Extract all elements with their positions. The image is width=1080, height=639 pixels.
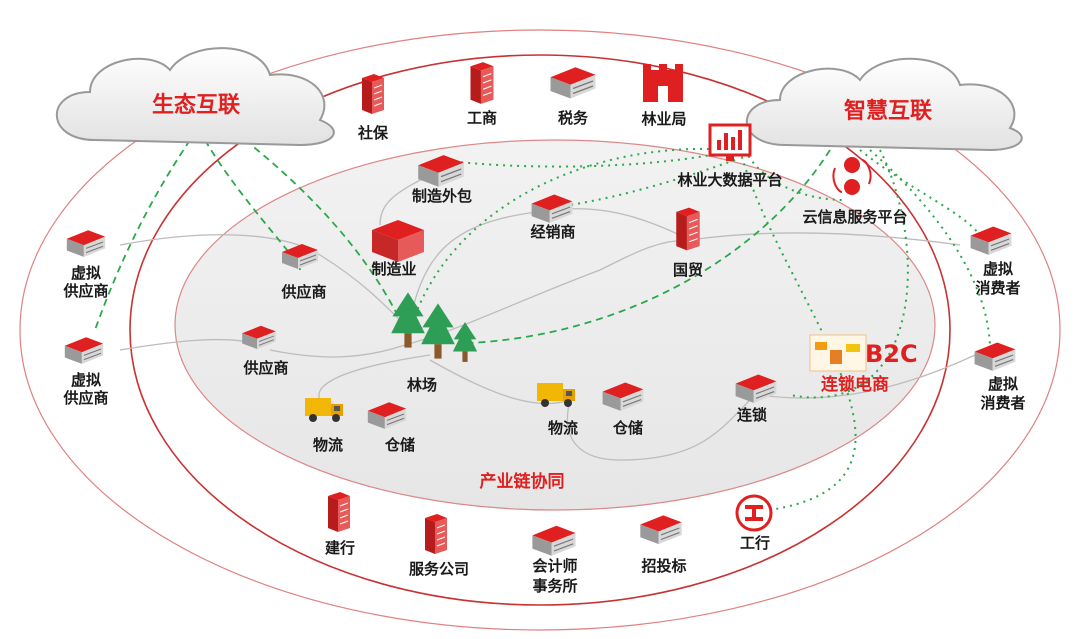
fuwu-label: 服务公司 (409, 560, 469, 578)
jianhang-bank-icon (327, 491, 351, 533)
linchang-label: 林场 (407, 376, 437, 394)
eco-cloud: 生态互联 (55, 47, 335, 147)
gongshang-building-icon (469, 61, 495, 105)
virt-con-1-line1: 虚拟 (983, 260, 1013, 278)
wuliu-a-label: 物流 (313, 436, 343, 454)
wuliu-b-label: 物流 (548, 419, 578, 437)
virt-sup-1-line2: 供应商 (62, 282, 108, 300)
cangchu-a-label: 仓储 (384, 436, 415, 454)
grey-connector-lines (119, 169, 976, 461)
gonghang-label: 工行 (740, 534, 770, 552)
guomao-label: 国贸 (673, 261, 703, 279)
inner-ellipse (174, 139, 936, 511)
shebao-building-icon (361, 73, 385, 115)
shebao-label: 社保 (357, 124, 389, 142)
kuaiji-label-1: 会计师 (532, 557, 577, 575)
linyeju-label: 林业局 (641, 110, 686, 128)
zhizao-factory-icon (372, 220, 424, 262)
waibao-label: 制造外包 (412, 187, 472, 205)
virt-con-1-line2: 消费者 (975, 279, 1020, 297)
smart-cloud-label: 智慧互联 (844, 98, 932, 124)
cloud-info-sync-icon (832, 157, 872, 195)
virt-con-2-line2: 消费者 (980, 394, 1025, 412)
chanye-label: 产业链协同 (480, 471, 565, 492)
eco-cloud-label: 生态互联 (152, 92, 240, 118)
b2c-ecommerce-icon (809, 334, 867, 372)
jianhang-label: 建行 (325, 539, 355, 557)
linyeju-castle-icon (643, 64, 683, 102)
virt-sup-2-line1: 虚拟 (71, 371, 101, 389)
fuwu-building-icon (424, 513, 448, 555)
bigdata-monitor-icon (708, 123, 752, 161)
virt-sup-2-line2: 供应商 (62, 389, 108, 407)
kuaiji-label-2: 事务所 (532, 577, 577, 595)
bigdata-platform-label: 林业大数据平台 (677, 171, 782, 189)
gongying-a-label: 供应商 (280, 283, 326, 301)
liansuo-label: 连锁 (737, 406, 767, 424)
gongying-b-label: 供应商 (242, 359, 288, 377)
gonghang-bank-logo-icon (735, 494, 773, 532)
virt-con-2-line1: 虚拟 (988, 375, 1018, 393)
zhaotoubiao-label: 招投标 (641, 557, 686, 575)
b2c-label: B2C (865, 340, 918, 368)
cloud-info-platform-label: 云信息服务平台 (802, 208, 907, 226)
jingxiao-label: 经销商 (530, 223, 575, 241)
green-dashed-lines (94, 139, 831, 344)
dianshang-label: 连锁电商 (821, 374, 889, 395)
cangchu-b-label: 仓储 (612, 419, 643, 437)
guomao-tower-icon (675, 207, 701, 251)
green-dotted-lines (409, 148, 991, 511)
smart-cloud: 智慧互联 (745, 57, 1023, 152)
gongshang-label: 工商 (467, 109, 497, 127)
virt-sup-1-line1: 虚拟 (71, 264, 101, 282)
shuiwu-label: 税务 (558, 109, 589, 127)
zhizao-label: 制造业 (371, 260, 416, 278)
